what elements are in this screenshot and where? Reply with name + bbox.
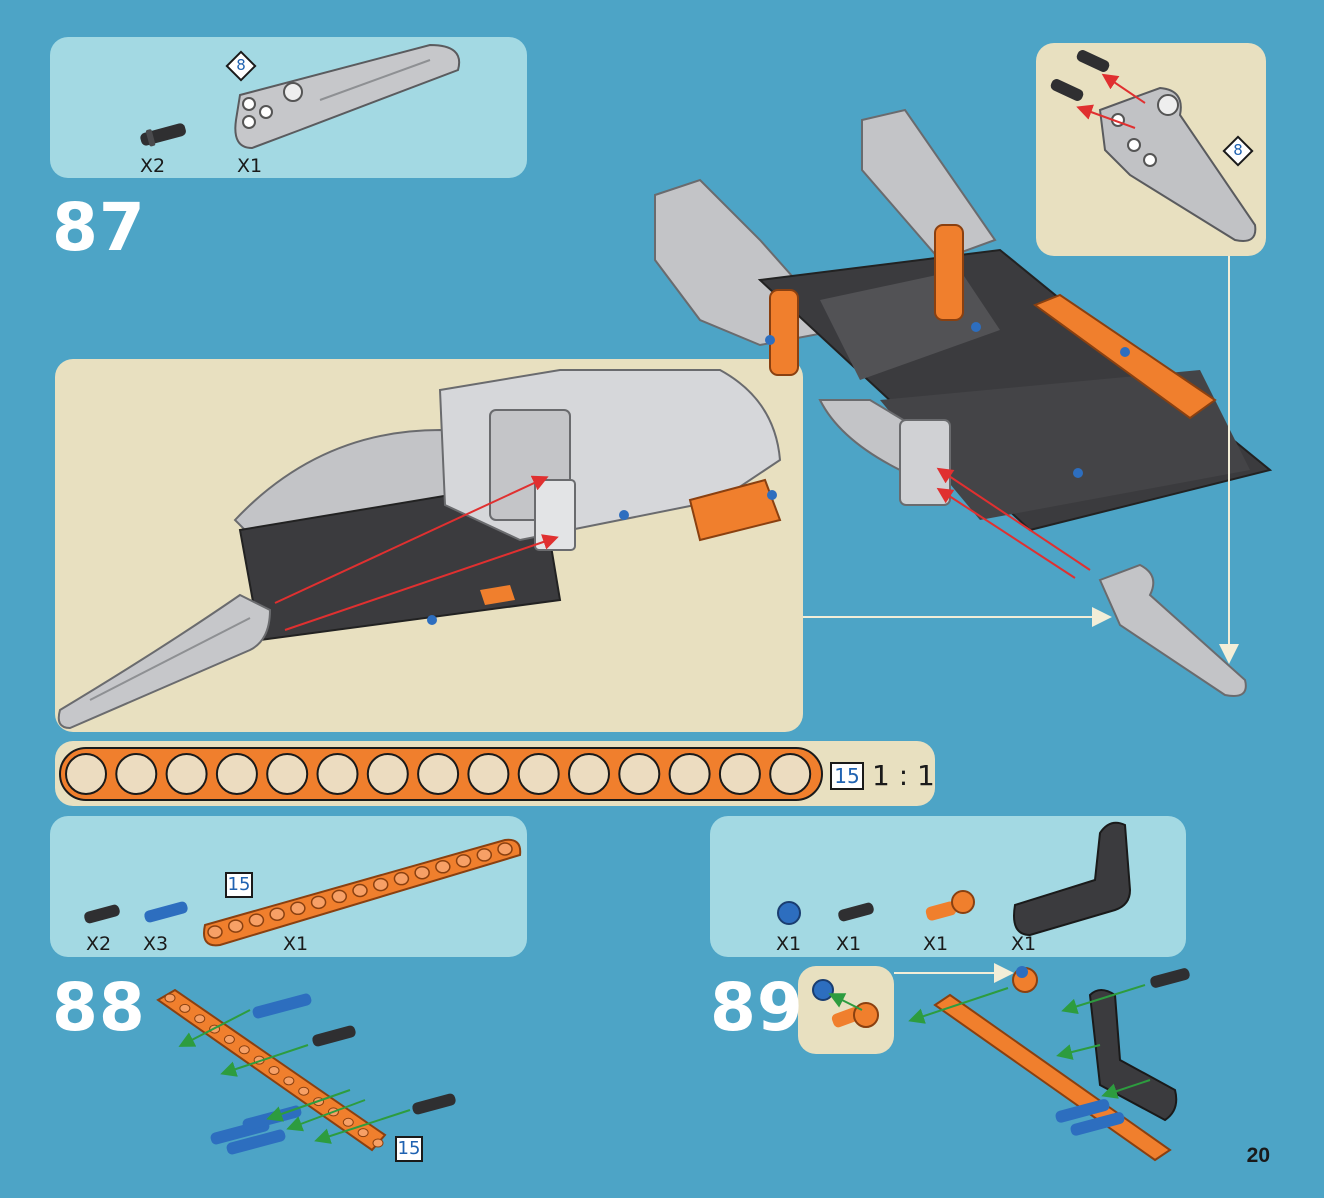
step88-number: 88: [52, 975, 146, 1041]
beam-hole: [224, 1035, 234, 1043]
beam-hole: [343, 1118, 353, 1126]
ruler-hole: [670, 754, 710, 794]
step88-parts: [83, 840, 520, 946]
ruler-hole: [66, 754, 106, 794]
step89-pin-qty: X1: [836, 933, 861, 955]
beam-hole: [270, 908, 284, 920]
step88-pin-qty: X2: [86, 933, 111, 955]
step87-pin-part: [139, 122, 187, 147]
ruler-hole: [619, 754, 659, 794]
ruler-size-label: 15: [830, 762, 864, 790]
beam-hole: [498, 843, 512, 855]
ruler-hole: [267, 754, 307, 794]
page-number: 20: [1247, 1144, 1270, 1168]
ruler-hole: [519, 754, 559, 794]
ruler-hole: [318, 754, 358, 794]
beam-hole: [284, 1077, 294, 1085]
beam-hole: [332, 890, 346, 902]
step88-assembly: [158, 990, 457, 1156]
beam-hole: [269, 1067, 279, 1075]
step88-beam-size: 15: [225, 872, 253, 898]
beam-hole: [477, 849, 491, 861]
beam-hole: [180, 1004, 190, 1012]
beam-hole: [291, 902, 305, 914]
step89-subassembly: [813, 980, 878, 1029]
beam-hole: [165, 994, 175, 1002]
step88-assembly-size: 15: [395, 1136, 423, 1162]
beam-hole: [358, 1129, 368, 1137]
ruler-hole: [167, 754, 207, 794]
beam-hole: [436, 861, 450, 873]
step89-bush-qty: X1: [776, 933, 801, 955]
ruler-hole: [418, 754, 458, 794]
step89-assembly: [912, 966, 1191, 1160]
step89-connector-qty: X1: [923, 933, 948, 955]
subassembly-diamond-number: 8: [1230, 141, 1246, 159]
beam-hole: [457, 855, 471, 867]
step89-parts: [778, 823, 1130, 935]
beam-hole: [195, 1015, 205, 1023]
step87-detail-assembly: [59, 370, 780, 728]
step89-angle-beam-qty: X1: [1011, 933, 1036, 955]
ruler-hole: [569, 754, 609, 794]
step87-wing-qty: X1: [237, 155, 262, 177]
ruler-hole: [368, 754, 408, 794]
step88-beam-qty: X1: [283, 933, 308, 955]
ruler-hole: [720, 754, 760, 794]
ruler-hole: [217, 754, 257, 794]
step89-number: 89: [710, 975, 804, 1041]
beam-hole: [415, 867, 429, 879]
step87-number: 87: [52, 195, 146, 261]
beam-hole: [374, 879, 388, 891]
beam-hole: [353, 885, 367, 897]
step88-blue-pin-qty: X3: [143, 933, 168, 955]
beam-hole: [394, 873, 408, 885]
subassembly-wing-part: [1049, 48, 1255, 241]
beam-hole: [312, 896, 326, 908]
step87-diamond-number: 8: [233, 56, 249, 74]
beam-hole: [299, 1087, 309, 1095]
beam-hole: [239, 1046, 249, 1054]
ruler-hole: [468, 754, 508, 794]
step87-pin-qty: X2: [140, 155, 165, 177]
ruler-beam: [60, 748, 822, 800]
beam-hole: [229, 920, 243, 932]
ruler-hole: [116, 754, 156, 794]
step87-wing-part: [235, 45, 459, 148]
beam-hole: [249, 914, 263, 926]
ruler-hole: [770, 754, 810, 794]
beam-hole: [373, 1139, 383, 1147]
ruler-scale: 1 : 1: [872, 759, 935, 792]
beam-hole: [208, 926, 222, 938]
